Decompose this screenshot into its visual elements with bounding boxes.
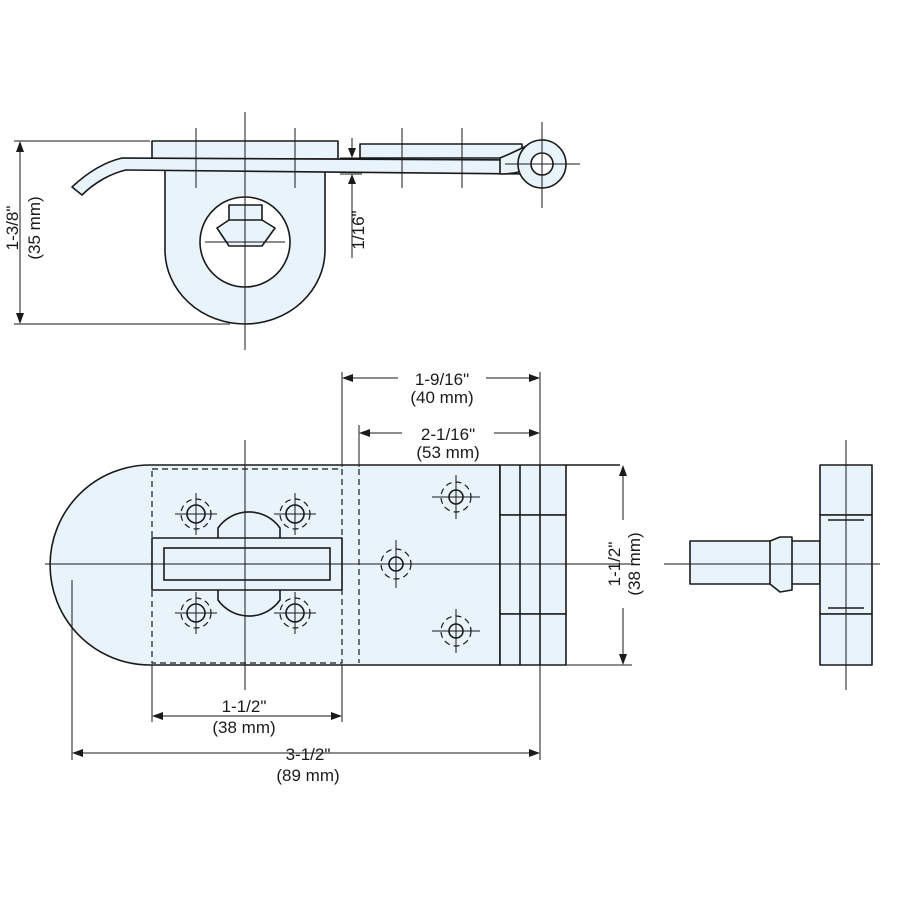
- end-staple-post: [689, 540, 821, 585]
- side-elevation-view: [71, 112, 580, 350]
- dim-plate-to-hinge-imperial: 2-1/16": [421, 425, 475, 444]
- side-lock-nub: [216, 204, 276, 247]
- front-hinge-knuckle-bottom: [499, 613, 567, 666]
- front-hinge-knuckle-top: [499, 464, 567, 516]
- dim-plate-to-hinge: 2-1/16" (53 mm): [358, 425, 540, 467]
- dim-height-total-metric: (35 mm): [25, 196, 44, 259]
- dim-hole-spacing-metric: (40 mm): [410, 388, 473, 407]
- dim-plate-to-hinge-metric: (53 mm): [416, 443, 479, 462]
- front-plan-view: [45, 440, 632, 690]
- side-hasp-plate: [359, 143, 523, 159]
- dim-hole-spacing-imperial: 1-9/16": [415, 370, 469, 389]
- dim-overall-length-metric: (89 mm): [276, 766, 339, 785]
- dim-hole-spacing-right: 1-9/16" (40 mm): [341, 370, 541, 467]
- dim-overall-length-imperial: 3-1/2": [286, 745, 331, 764]
- dim-base-width: 1-1/2" (38 mm): [151, 665, 343, 737]
- dim-base-width-metric: (38 mm): [212, 718, 275, 737]
- dim-base-width-imperial: 1-1/2": [222, 697, 267, 716]
- dim-thickness: 1/16": [340, 138, 368, 258]
- dim-width-height-metric: (38 mm): [625, 532, 644, 595]
- dim-height-total: 1-3/8" (35 mm): [3, 140, 230, 325]
- dim-overall-length: 3-1/2" (89 mm): [71, 580, 541, 785]
- dim-height-total-imperial: 1-3/8": [3, 206, 22, 251]
- dim-width-height-imperial: 1-1/2": [605, 542, 624, 587]
- dim-width-height: 1-1/2" (38 mm): [566, 465, 644, 666]
- end-elevation-view: [664, 440, 880, 690]
- dim-thickness-imperial: 1/16": [349, 210, 368, 249]
